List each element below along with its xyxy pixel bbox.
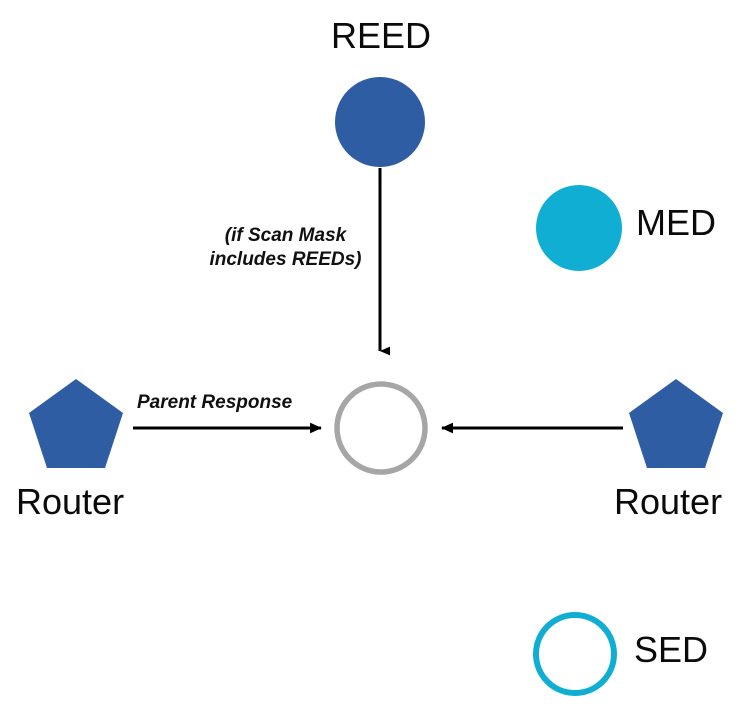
router-pentagon-icon (629, 379, 723, 468)
center-node-circle-icon (334, 381, 428, 475)
reed-node-label: REED (331, 15, 432, 56)
router-left-node-label: Router (16, 481, 125, 522)
router-pentagon-icon (29, 379, 123, 468)
scan-mask-edge-label: (if Scan Mask includes REEDs) (209, 225, 362, 270)
parent-response-edge-label: Parent Response (137, 392, 293, 413)
med-circle-icon (536, 185, 622, 271)
sed-node-label: SED (634, 629, 709, 670)
med-node-label: MED (636, 202, 716, 243)
sed-circle-icon (533, 612, 617, 696)
router-right-node-label: Router (614, 481, 723, 522)
reed-circle-icon (335, 77, 425, 167)
